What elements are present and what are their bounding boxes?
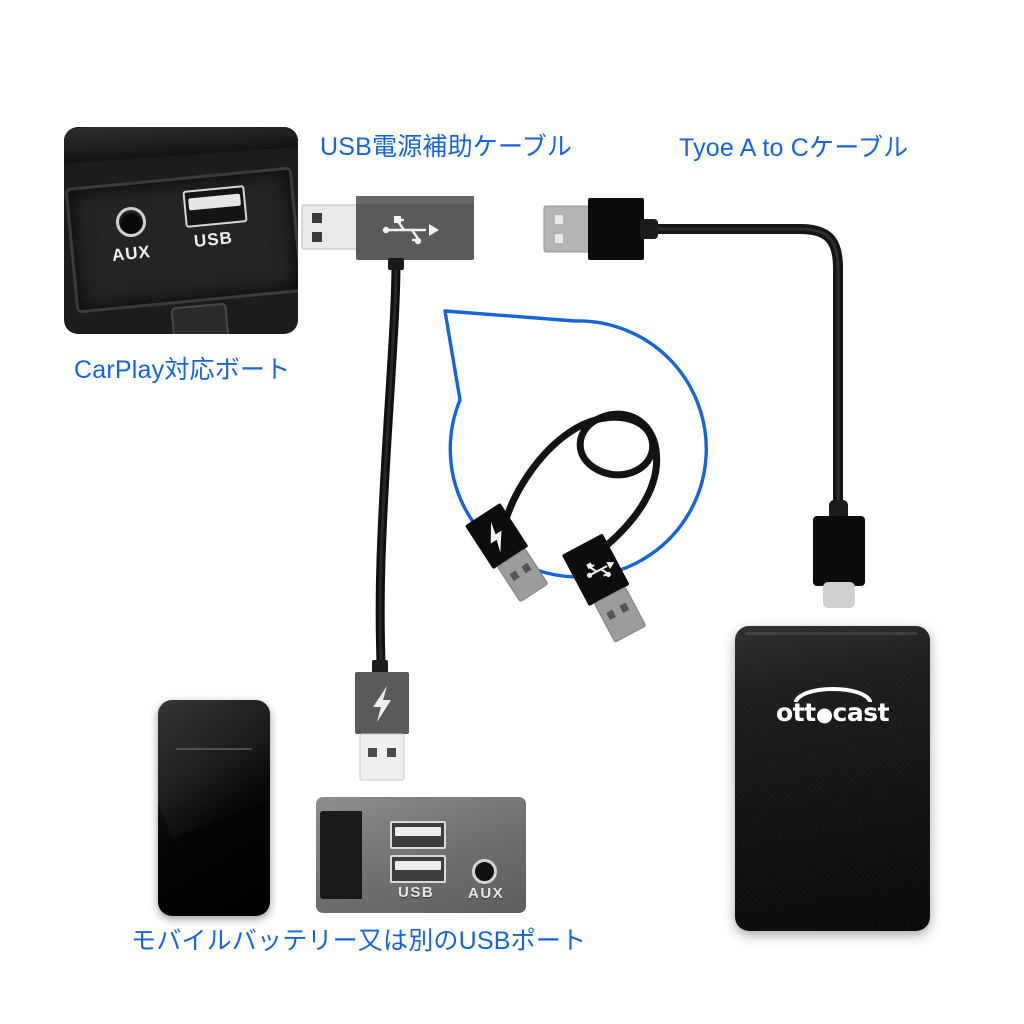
callout-right-contact-a [606,609,617,621]
ottocast-arc-icon [793,687,872,702]
type-a-contact-upper [555,215,563,224]
ottocast-logo-dot-icon [816,708,832,724]
type-a-to-c-cable [543,198,865,608]
usb-a-contact-right [387,748,396,757]
ottocast-wordmark-left: ott [775,698,816,727]
usb-trident-icon [586,561,615,578]
type-c-metal-tip [823,582,855,608]
usb-power-assist-cable [301,196,474,781]
usb-a-metal-shell-bottom [359,733,405,781]
aux-jack-icon [472,859,497,884]
usb-power-cable-cord-highlight [378,260,398,670]
type-a-plug [543,198,658,260]
type-c-plug [813,500,865,608]
usb-power-cable-top-plug [301,196,474,270]
usb-a-contact-upper [312,213,322,223]
usb-a-contact-left [368,748,377,757]
usb-a-metal-shell [301,204,359,250]
dual-usb-aux-panel-photo: USB AUX [316,797,526,913]
type-a-contact-lower [555,234,563,243]
callout-cord [499,410,661,550]
type-a-to-c-cord-highlight [638,227,840,514]
type-a-metal-shell [543,205,593,253]
callout-right-plug [562,534,646,643]
ottocast-wordmark-right: cast [832,698,890,727]
aux-port-label: AUX [468,885,505,902]
type-c-plug-body [813,516,865,586]
callout-left-contact-b [521,562,532,574]
usb-plug-body [356,196,474,260]
usb-trident-icon [382,216,439,245]
lightning-bolt-icon [490,521,502,553]
zoom-callout-bubble [443,309,708,643]
usb-plug-body-highlight [356,196,474,204]
callout-left-metal-shell [497,548,548,602]
device-texture [735,626,930,931]
label-carplay-port: CarPlay対応ボート [74,356,291,384]
usb-ports-label: USB [398,884,435,901]
power-bank-seam-line [176,748,252,750]
type-a-plug-body [588,198,644,260]
type-c-strain-relief [829,500,848,520]
mobile-power-bank [158,700,270,916]
label-mobile-battery: モバイルバッテリー又は別のUSBポート [131,927,587,955]
type-a-strain-relief [640,219,658,239]
label-usb-power-cable: USB電源補助ケーブル [320,133,573,161]
usb-plug-strain-relief-bottom [372,660,388,674]
usb-port-slot-upper [390,821,446,849]
carplay-port-photo: AUX USB [64,127,298,334]
callout-right-contact-b [619,602,630,613]
usb-power-cable-bottom-plug [355,660,409,781]
usb-a-contact-lower [312,232,322,242]
callout-left-plug [465,503,548,602]
lightning-bolt-icon [373,686,391,722]
usb-plug-strain-relief [388,258,404,270]
usb-port-slot-lower [390,855,446,883]
callout-left-contact-a [509,570,520,581]
device-top-highlight [745,632,917,635]
label-type-a-to-c-cable: Tyoe A to Cケーブル [679,134,909,162]
callout-right-metal-shell [594,587,646,643]
panel-black-cutout [320,811,362,899]
callout-cable-closeup [465,410,661,643]
